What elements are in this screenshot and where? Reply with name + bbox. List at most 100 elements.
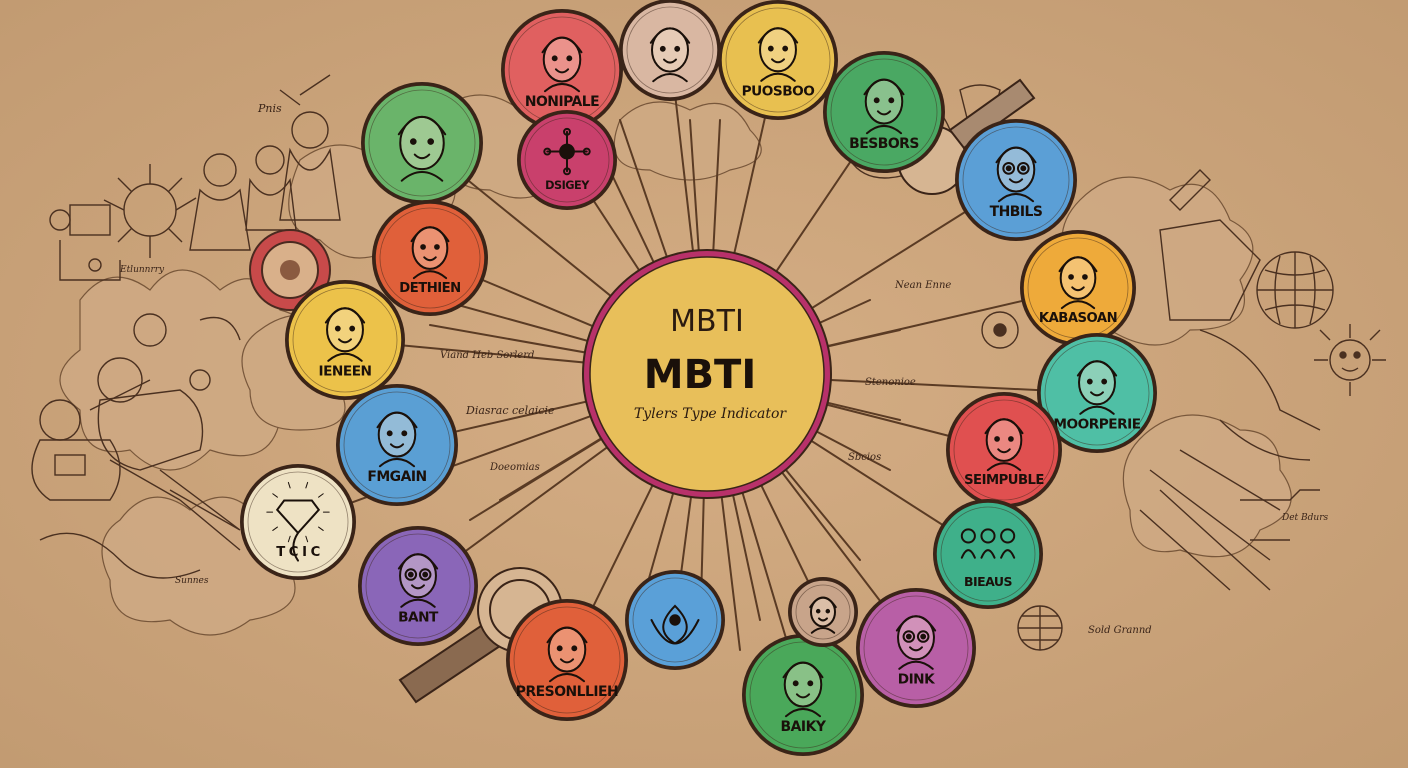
annotation-5: Doeomias: [489, 462, 540, 473]
badge-label: T C I C: [276, 545, 320, 560]
badge-label: DETHIEN: [399, 281, 460, 296]
badge-inner-ring: [863, 595, 969, 701]
badge-label: PRESONLLIEH: [516, 684, 618, 700]
annotation-9: Sbcios: [848, 452, 881, 463]
annotation-10: Sold Grannd: [1088, 625, 1152, 636]
badge-disc: [935, 501, 1041, 607]
badge-inner-ring: [343, 391, 451, 499]
badge-inner-ring: [1044, 340, 1150, 446]
badge-label: BAIKY: [781, 719, 827, 735]
badge-inner-ring: [379, 207, 481, 309]
badge-disc: [508, 601, 626, 719]
badge-bant: BANT: [358, 526, 478, 646]
badge-inner-ring: [749, 641, 857, 749]
badge-inner-ring: [365, 533, 471, 639]
badge-label: DSIGEY: [545, 179, 590, 192]
badge-label: BANT: [398, 609, 439, 625]
badge-label: IENEEN: [319, 363, 372, 379]
gem-icon: [266, 481, 330, 562]
badge-inner-ring: [626, 6, 714, 94]
badge-green-profile: [361, 82, 483, 204]
badge-disc: [621, 1, 719, 99]
group-figures-icon: [960, 528, 1016, 559]
silhouette-icon: [782, 661, 824, 718]
badge-presonllieh: PRESONLLIEH: [506, 599, 628, 721]
glasses-woman-icon: [397, 553, 439, 608]
badge-disc: [1039, 335, 1155, 451]
masked-face-icon: [649, 27, 691, 83]
annotation-8: Stenonioe: [865, 377, 916, 388]
blonde-woman-icon: [324, 307, 366, 362]
badge-inner-ring: [940, 506, 1036, 602]
badge-label: PUOSBOO: [742, 83, 815, 99]
badge-small-face: [788, 577, 858, 647]
badge-inner-ring: [953, 399, 1055, 501]
badge-baiky: BAIKY: [742, 634, 864, 756]
badge-label: BESBORS: [849, 136, 919, 152]
badge-label: THBILS: [990, 204, 1043, 220]
profile-face-icon: [397, 115, 447, 182]
badge-top-mask: [619, 0, 721, 101]
badge-label: BIEAUS: [964, 574, 1013, 589]
badge-dethien: DETHIEN: [372, 200, 488, 316]
badge-disc: [858, 590, 974, 706]
left-sketch-figures: [31, 74, 341, 579]
glasses-woman-icon: [995, 146, 1037, 203]
badge-inner-ring: [725, 7, 831, 113]
two-faces-icon: [757, 27, 799, 82]
badge-label: KABASOAN: [1039, 311, 1117, 326]
badge-besbors: BESBORS: [823, 51, 945, 173]
badge-dsigey: DSIGEY: [517, 110, 617, 210]
curly-person-icon: [984, 418, 1024, 472]
smiling-woman-icon: [1058, 256, 1098, 310]
badge-disc: [374, 202, 486, 314]
center-subtitle: Tylers Type Indicator: [634, 406, 788, 422]
bright-person-icon: [376, 411, 418, 468]
center-title-small: MBTI: [670, 304, 744, 339]
red-gear: [249, 229, 331, 311]
badge-disc: [790, 579, 856, 645]
badge-moorperie: MOORPERIE: [1037, 333, 1157, 453]
annotation-7: Nean Enne: [894, 280, 951, 291]
badge-disc: [360, 528, 476, 644]
badge-inner-ring: [247, 471, 349, 573]
cheering-person-icon: [410, 226, 450, 280]
badge-kabasoan: KABASOAN: [1020, 230, 1136, 346]
badge-disc: [338, 386, 456, 504]
musician-icon: [863, 78, 905, 135]
center-title-large: MBTI: [644, 352, 756, 398]
badge-inner-ring: [368, 89, 476, 197]
annotations: Pnis Etlunnrry Viand Heb Sorlerd Diasrac…: [119, 102, 1328, 636]
badge-fmgain: FMGAIN: [336, 384, 458, 506]
badge-label: SEIMPUBLE: [964, 473, 1044, 488]
badge-label: DINK: [898, 671, 936, 687]
badge-lotus: [625, 570, 725, 670]
long-hair-woman-icon: [1076, 360, 1118, 415]
center-fill: [589, 256, 825, 492]
annotation-6: Sunnes: [175, 576, 209, 586]
badge-inner-ring: [962, 126, 1070, 234]
right-sketch-figures: [849, 84, 1386, 651]
person-headscarf-icon: [541, 36, 583, 93]
badge-inner-ring: [292, 287, 398, 393]
badge-label: MOORPERIE: [1053, 416, 1140, 432]
badge-inner-ring: [513, 606, 621, 714]
small-face-icon: [809, 596, 837, 634]
badge-bieaus: BIEAUS: [933, 499, 1043, 609]
dark-hair-woman-icon: [546, 626, 588, 683]
badge-disc: [720, 2, 836, 118]
personality-badges: NONIPALE PUOSBOO BESBORS DSIGEY THBILS DETHIE…: [240, 0, 1157, 756]
badge-tc-ic: T C I C: [240, 464, 356, 580]
badge-label: NONIPALE: [525, 94, 599, 110]
badge-disc: [957, 121, 1075, 239]
annotation-11: Det Bdurs: [1281, 513, 1328, 523]
annotation-2: Etlunnrry: [119, 265, 165, 275]
badge-dink: DINK: [856, 588, 976, 708]
badge-inner-ring: [830, 58, 938, 166]
badge-thbils: THBILS: [955, 119, 1077, 241]
badge-disc: [242, 466, 354, 578]
badge-ieneen: IENEEN: [285, 280, 405, 400]
annotation-1: Pnis: [257, 102, 282, 115]
